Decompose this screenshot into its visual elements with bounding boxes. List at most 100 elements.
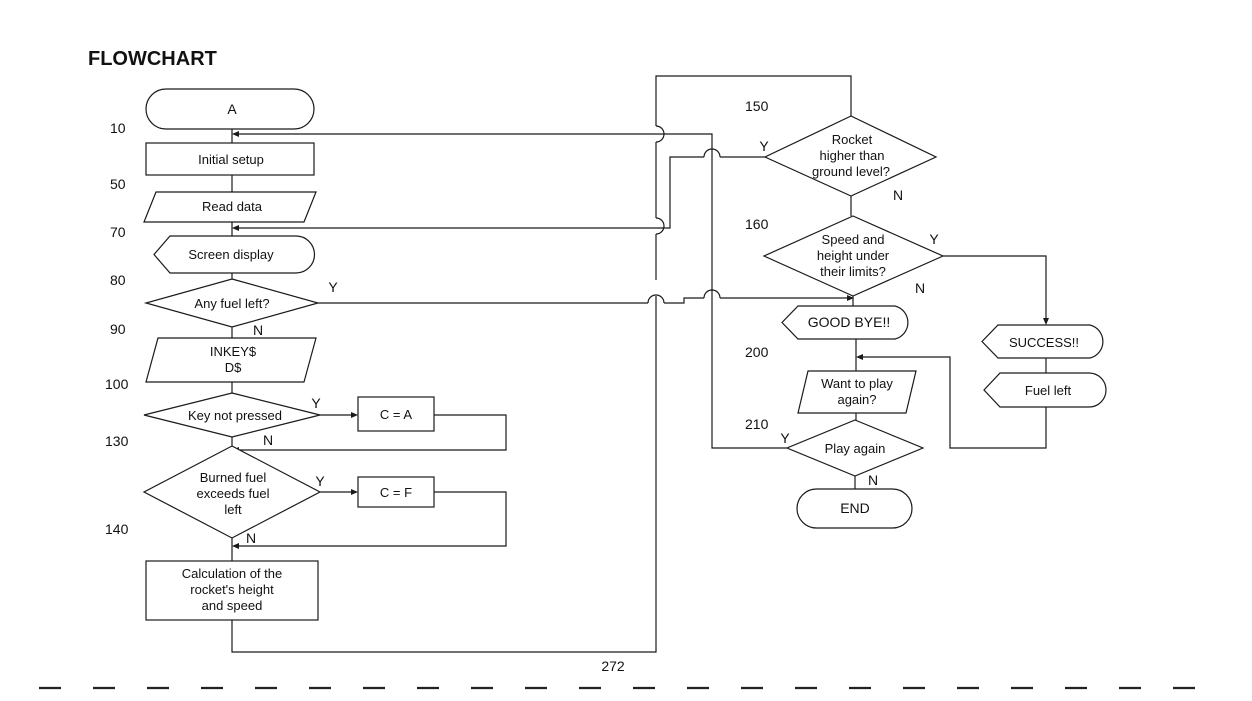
edge-label-key-no: N <box>263 432 273 448</box>
connector-fuel-yes <box>318 297 850 304</box>
edge-label-rocket-no: N <box>893 187 903 203</box>
node-c-equals-a-label: C = A <box>380 407 412 422</box>
node-key-not-pressed-label: Key not pressed <box>188 408 282 423</box>
node-rocket-higher-label-2: higher than <box>819 148 884 163</box>
arrowhead <box>232 225 239 231</box>
node-read-data-label: Read data <box>202 199 263 214</box>
node-key-not-pressed: Key not pressed <box>143 392 321 438</box>
line-number-150: 150 <box>745 98 769 114</box>
connector-speed-yes <box>943 255 1047 321</box>
connector-rocket-yes <box>236 156 765 229</box>
edge-label-burned-yes: Y <box>315 473 325 489</box>
node-speed-height-label-2: height under <box>817 248 890 263</box>
node-burned-fuel-label-2: exceeds fuel <box>197 486 270 501</box>
jump-arc <box>703 148 721 158</box>
decision-shape <box>142 445 322 539</box>
display-shape <box>153 235 316 274</box>
line-number-160: 160 <box>745 216 769 232</box>
display-shape <box>981 324 1104 359</box>
connector-ca-return <box>236 414 507 451</box>
arrowhead <box>1043 318 1049 325</box>
display-shape <box>983 372 1107 408</box>
connector-calc-loop <box>231 75 852 653</box>
connector-play-again-yes <box>236 133 787 449</box>
node-success-label: SUCCESS!! <box>1009 335 1079 350</box>
node-read-data: Read data <box>143 191 317 223</box>
page-number: 272 <box>601 658 625 674</box>
node-fuel-left: Fuel left <box>983 372 1107 408</box>
connector-fuel-left-return <box>860 356 1047 449</box>
line-number-130: 130 <box>105 433 129 449</box>
node-any-fuel-left-label: Any fuel left? <box>194 296 269 311</box>
node-inkey-label-1: INKEY$ <box>210 344 257 359</box>
display-shape <box>781 305 909 340</box>
line-number-90: 90 <box>110 321 126 337</box>
process-shape <box>357 476 435 508</box>
decision-shape <box>762 215 945 297</box>
node-calculation-label-1: Calculation of the <box>182 566 282 581</box>
node-screen-display: Screen display <box>153 235 316 274</box>
connector-cf-return <box>236 491 507 547</box>
edge-label-rocket-yes: Y <box>759 138 769 154</box>
node-burned-fuel-label-1: Burned fuel <box>200 470 267 485</box>
node-play-again: Play again <box>785 419 925 477</box>
node-want-play-label-1: Want to play <box>821 376 893 391</box>
edge-label-burned-no: N <box>246 530 256 546</box>
node-calculation-label-3: and speed <box>202 598 263 613</box>
decision-shape <box>143 392 321 438</box>
edge-label-play-yes: Y <box>780 430 790 446</box>
decision-shape <box>143 278 321 328</box>
line-number-100: 100 <box>105 376 129 392</box>
flowchart-title: FLOWCHART <box>88 48 217 70</box>
node-calculation-label-2: rocket's height <box>190 582 274 597</box>
node-c-equals-f-label: C = F <box>380 485 412 500</box>
node-rocket-higher-label-3: ground level? <box>812 164 890 179</box>
node-screen-display-label: Screen display <box>188 247 274 262</box>
node-c-equals-f: C = F <box>357 476 435 508</box>
line-number-80: 80 <box>110 272 126 288</box>
node-want-play: Want to play again? <box>797 370 917 414</box>
node-end: END <box>796 488 913 529</box>
node-any-fuel-left: Any fuel left? <box>143 278 321 328</box>
arrowhead <box>232 543 239 549</box>
process-shape <box>357 396 435 432</box>
line-number-70: 70 <box>110 224 126 240</box>
node-success: SUCCESS!! <box>981 324 1104 359</box>
arrowhead <box>351 489 358 495</box>
node-speed-height-label-1: Speed and <box>822 232 885 247</box>
arrowhead <box>351 412 358 418</box>
node-rocket-higher: Rocket higher than ground level? <box>763 115 938 197</box>
process-shape <box>145 560 319 621</box>
edge-label-speed-yes: Y <box>929 231 939 247</box>
node-play-again-label: Play again <box>825 441 886 456</box>
node-good-bye-label: GOOD BYE!! <box>808 314 890 330</box>
node-calculation: Calculation of the rocket's height and s… <box>145 560 319 621</box>
jump-arc <box>647 294 665 304</box>
line-number-10: 10 <box>110 120 126 136</box>
process-shape <box>145 142 315 176</box>
node-want-play-label-2: again? <box>837 392 876 407</box>
edge-label-speed-no: N <box>915 280 925 296</box>
line-number-140: 140 <box>105 521 129 537</box>
edge-label-key-yes: Y <box>311 395 321 411</box>
io-shape <box>143 191 317 223</box>
edge-label-play-no: N <box>868 472 878 488</box>
arrowhead <box>232 131 239 137</box>
arrowhead <box>856 354 863 360</box>
edge-label-fuel-no: N <box>253 322 263 338</box>
node-burned-fuel-label-3: left <box>224 502 242 517</box>
arrowhead <box>847 295 854 301</box>
node-speed-height-label-3: their limits? <box>820 264 886 279</box>
node-c-equals-a: C = A <box>357 396 435 432</box>
line-number-200: 200 <box>745 344 769 360</box>
node-inkey: INKEY$ D$ <box>145 337 317 383</box>
terminal-shape <box>796 488 913 529</box>
io-shape <box>797 370 917 414</box>
edge-label-fuel-yes: Y <box>328 279 338 295</box>
jump-arc <box>703 289 721 299</box>
line-number-210: 210 <box>745 416 769 432</box>
node-initial-setup: Initial setup <box>145 142 315 176</box>
jump-arc <box>655 217 665 235</box>
line-number-50: 50 <box>110 176 126 192</box>
